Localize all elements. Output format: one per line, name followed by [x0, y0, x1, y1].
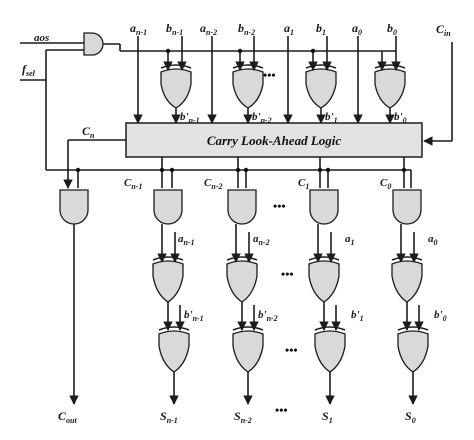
aos-and-gate	[83, 32, 104, 56]
mid-xor-gate-0	[391, 256, 423, 303]
ellipsis-mid-row: •••	[281, 267, 294, 281]
mid-a-input-wires	[170, 232, 419, 263]
fsel-bus-taps	[75, 167, 412, 188]
sum-label-0: S0	[405, 409, 416, 425]
and-gate-cout	[59, 189, 89, 225]
upper-xor-gate-n-2	[232, 64, 264, 109]
carry-labels: Cn-1 Cn-2 C1 C0	[124, 177, 391, 191]
bprime-upper-1: b'1	[325, 111, 338, 125]
fsel-label: fsel	[22, 62, 36, 78]
bprime-upper-labels: b'n-1 b'n-2 b'1 b'0	[180, 111, 407, 125]
and-gate-0	[392, 189, 422, 225]
mid-xor-gate-n-1	[152, 256, 184, 303]
carry-lookahead-logic-block	[125, 122, 423, 158]
top-operand-labels: an-1 bn-1 an-2 bn-2 a1 b1 a0 b0	[130, 21, 397, 37]
and-gate-n-2	[227, 189, 257, 225]
carry-label-1: C1	[298, 177, 309, 191]
bprime-lower-labels: b'n-1 b'n-2 b'1 b'0	[184, 309, 447, 323]
ellipsis-and-row: •••	[273, 199, 286, 213]
bprime-upper-0: b'0	[394, 111, 407, 125]
bprime-lower-1: b'1	[351, 309, 364, 323]
mid-a-label-n-1: an-1	[178, 233, 195, 247]
lower-bprime-input-wires	[175, 305, 424, 331]
lower-xor-gates	[158, 326, 429, 373]
low-xor-gate-n-2	[232, 326, 264, 373]
bprime-upper-n-2: b'n-2	[252, 111, 272, 125]
upper-xor-gate-n-1	[160, 64, 192, 109]
upper-xor-gates	[160, 64, 406, 109]
and-gate-1	[309, 189, 339, 225]
sum-label-n-2: Sn-2	[234, 409, 252, 425]
sum-labels: Sn-1 Sn-2 S1 S0	[160, 409, 416, 425]
operand-label-a-n-1: an-1	[130, 21, 147, 37]
upper-xor-inputs	[163, 36, 401, 71]
operand-label-b-1: b1	[316, 21, 326, 37]
ellipsis-markers: ••• ••• ••• ••• •••	[263, 68, 298, 417]
carry-label-0: C0	[380, 177, 391, 191]
operand-label-b-n-1: bn-1	[166, 21, 183, 37]
ellipsis-low-row: •••	[285, 343, 298, 357]
middle-xor-gates	[152, 256, 423, 303]
control-bus-junctions	[165, 48, 316, 54]
bprime-lower-0: b'0	[434, 309, 447, 323]
cin-label: Cin	[436, 22, 451, 38]
bprime-lower-n-2: b'n-2	[258, 309, 278, 323]
ellipsis-outputs: •••	[275, 403, 288, 417]
mid-a-label-0: a0	[428, 233, 438, 247]
aos-label: aos	[34, 32, 49, 44]
cn-label: Cn	[82, 124, 95, 140]
low-xor-gate-1	[314, 326, 346, 373]
a-to-cla-wires	[133, 36, 363, 124]
mid-to-lower-xor-wires	[163, 302, 412, 331]
carry-label-n-1: Cn-1	[124, 177, 142, 191]
low-xor-gate-n-1	[158, 326, 190, 373]
cout-label: Cout	[58, 409, 77, 425]
mid-xor-gate-n-2	[226, 256, 258, 303]
carry-output-wires	[161, 157, 405, 188]
bprime-lower-n-1: b'n-1	[184, 309, 204, 323]
bprime-upper-n-1: b'n-1	[180, 111, 200, 125]
operand-label-a-0: a0	[352, 21, 362, 37]
ellipsis-upper: •••	[263, 68, 276, 82]
cla-title: Carry Look-Ahead Logic	[207, 133, 342, 148]
carry-label-n-2: Cn-2	[204, 177, 222, 191]
sum-label-1: S1	[322, 409, 333, 425]
low-xor-gate-0	[397, 326, 429, 373]
sum-label-n-1: Sn-1	[160, 409, 178, 425]
and-to-mid-xor-wires	[157, 224, 406, 263]
bprime-to-cla-wires	[171, 108, 395, 124]
mid-a-label-n-2: an-2	[253, 233, 270, 247]
mid-a-label-1: a1	[345, 233, 355, 247]
operand-label-b-n-2: bn-2	[238, 21, 255, 37]
sum-output-wires	[169, 372, 418, 405]
mid-a-labels: an-1 an-2 a1 a0	[178, 233, 438, 247]
and-gates-row	[59, 189, 422, 225]
operand-label-a-n-2: an-2	[200, 21, 217, 37]
upper-xor-gate-1	[305, 64, 337, 109]
and-gate-n-1	[153, 189, 183, 225]
mid-xor-gate-1	[308, 256, 340, 303]
operand-label-a-1: a1	[284, 21, 294, 37]
upper-xor-gate-0	[374, 64, 406, 109]
operand-label-b-0: b0	[387, 21, 397, 37]
